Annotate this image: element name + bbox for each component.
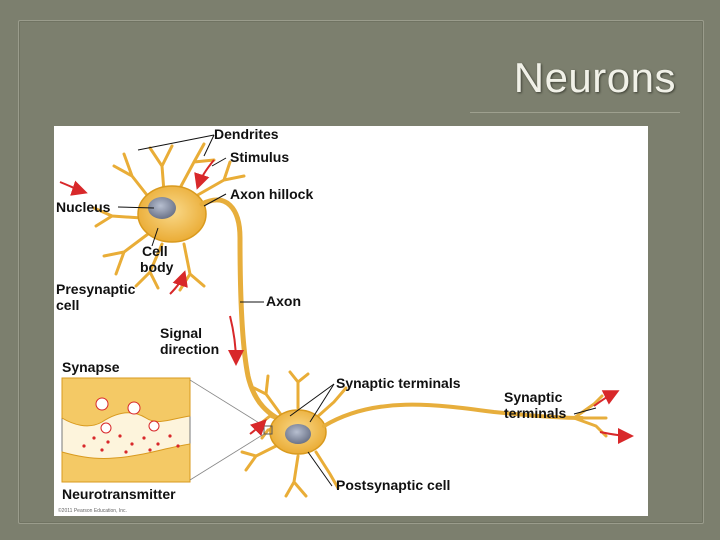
label-synaptic-terminals-right-line1: Synaptic	[504, 389, 563, 405]
copyright-notice: ©2011 Pearson Education, Inc.	[58, 507, 127, 514]
title-rule	[470, 112, 680, 113]
label-signal-line2: direction	[160, 341, 219, 357]
label-stimulus: Stimulus	[230, 149, 289, 165]
label-presynaptic-line1: Presynaptic	[56, 281, 136, 297]
slide-title: Neurons	[513, 54, 676, 101]
label-synapse: Synapse	[62, 359, 120, 375]
output-arrow-bottom	[599, 427, 634, 444]
label-synaptic-terminals-right-line2: terminals	[504, 405, 566, 421]
slide-frame	[18, 20, 704, 524]
label-signal-line1: Signal	[160, 325, 202, 341]
neuron-illustration: Dendrites Stimulus Axon hillock Nucleus …	[56, 126, 634, 514]
neuron-diagram: Dendrites Stimulus Axon hillock Nucleus …	[54, 126, 648, 516]
label-synaptic-terminals-inset: Synaptic terminals	[336, 375, 461, 391]
label-postsynaptic-cell: Postsynaptic cell	[336, 477, 450, 493]
label-axon: Axon	[266, 293, 301, 309]
synapse-inset	[61, 377, 265, 483]
output-arrow-top	[593, 390, 620, 407]
neurotransmitter-dots	[82, 434, 180, 454]
label-presynaptic-line2: cell	[56, 297, 79, 313]
postsynaptic-axon	[322, 402, 584, 428]
presynaptic-nucleus	[148, 197, 176, 219]
axon	[199, 197, 293, 427]
label-axon-hillock: Axon hillock	[230, 186, 313, 202]
label-cell-body-line1: Cell	[142, 243, 168, 259]
label-dendrites: Dendrites	[214, 126, 279, 142]
stimulus-arrow-top	[194, 159, 215, 190]
signal-direction-arrow	[227, 315, 244, 366]
label-neurotransmitter: Neurotransmitter	[62, 486, 176, 502]
signal-arrows	[59, 159, 634, 444]
stimulus-arrow-left	[59, 180, 88, 196]
presynaptic-dendrites	[92, 142, 246, 292]
leader-lines	[117, 134, 597, 487]
postsynaptic-arrow	[249, 419, 267, 437]
postsynaptic-nucleus	[285, 424, 311, 444]
postsynaptic-dendrites	[240, 370, 348, 498]
presynaptic-arrow	[169, 270, 188, 295]
label-cell-body-line2: body	[140, 259, 174, 275]
vesicles	[95, 397, 160, 434]
label-nucleus: Nucleus	[56, 199, 111, 215]
